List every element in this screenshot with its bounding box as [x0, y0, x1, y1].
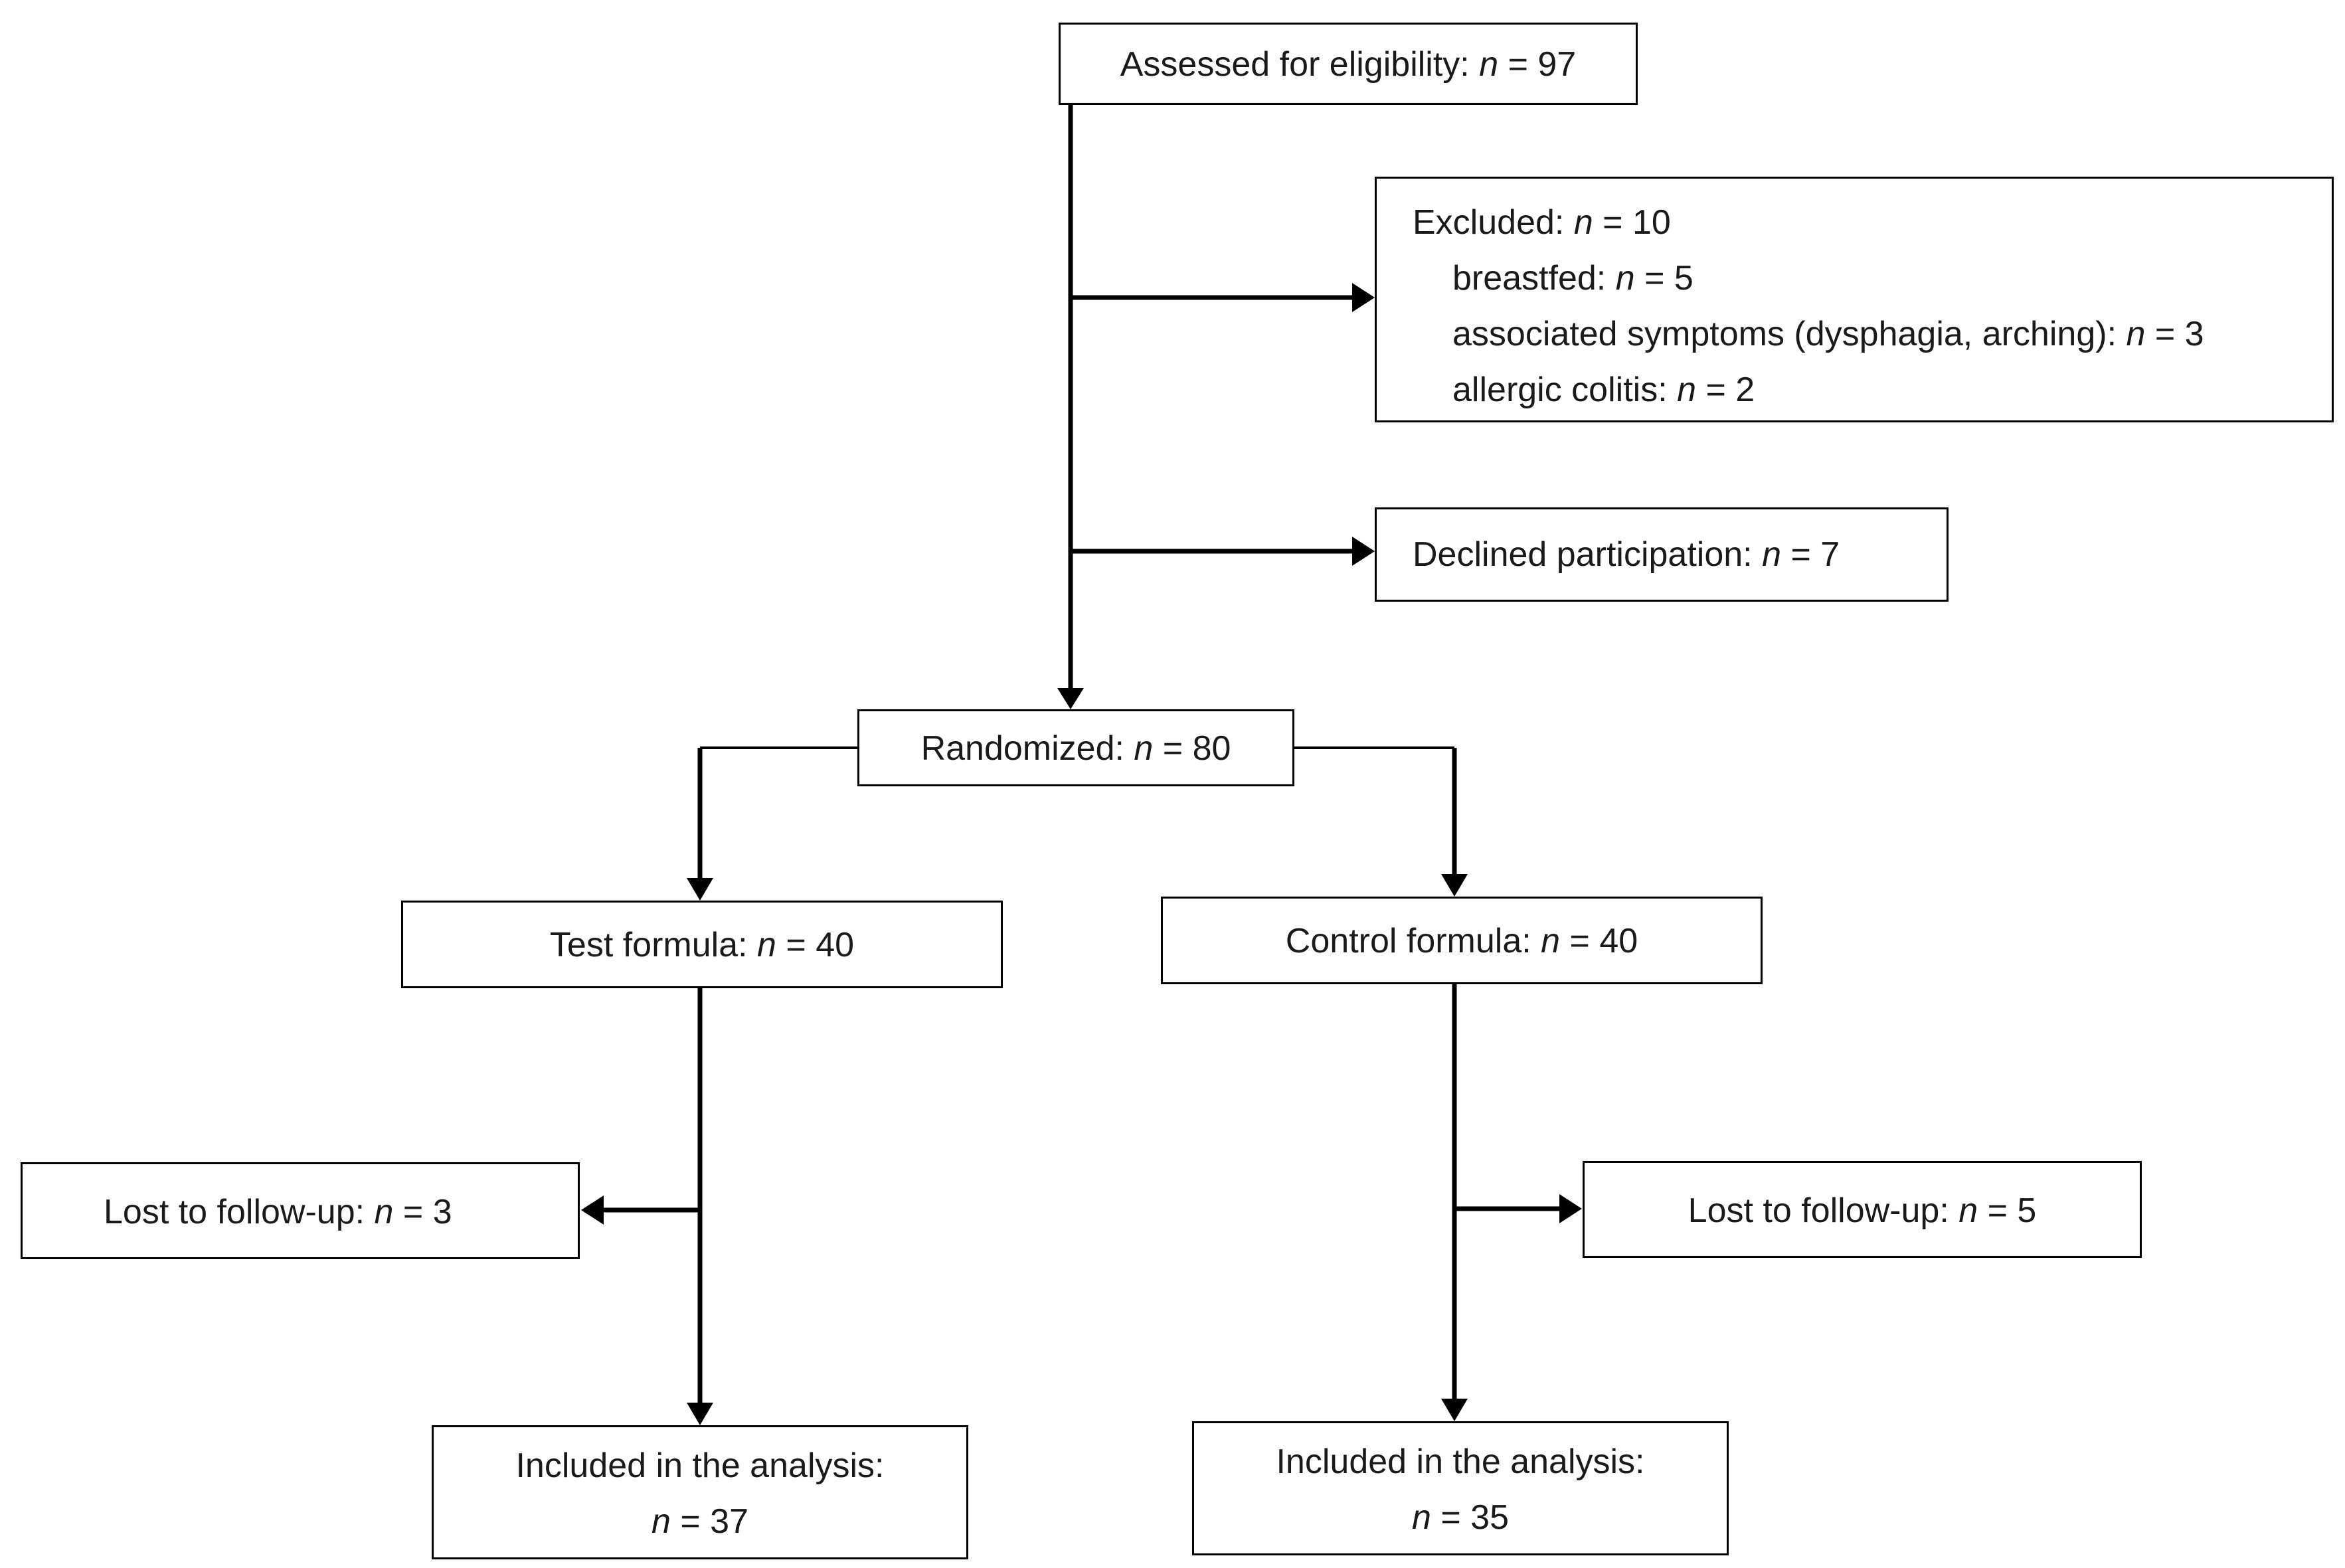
reason-n: n	[1615, 259, 1635, 298]
included-test-n: n	[651, 1502, 671, 1541]
arrowhead-included-test	[687, 1403, 713, 1425]
excluded-label: Excluded:	[1413, 203, 1574, 242]
included-control-n: n	[1411, 1498, 1431, 1537]
lost-control-value: = 5	[1978, 1191, 2037, 1230]
lost-test-value: = 3	[393, 1193, 452, 1231]
reason-label: breastfed:	[1452, 259, 1616, 298]
control-formula-box: Control formula: n = 40	[1161, 897, 1763, 984]
reason-value: = 3	[2145, 315, 2204, 353]
included-control-box: Included in the analysis: n = 35	[1192, 1421, 1729, 1555]
arrowhead-lost-test	[581, 1195, 604, 1225]
lost-test-label: Lost to follow-up:	[104, 1193, 375, 1231]
test-n: n	[757, 926, 776, 964]
excluded-box: Excluded: n = 10 breastfed: n = 5 associ…	[1375, 177, 2334, 422]
lost-followup-test-box: Lost to follow-up: n = 3	[21, 1162, 580, 1259]
assessed-label: Assessed for eligibility:	[1120, 45, 1480, 84]
reason-n: n	[1677, 371, 1697, 409]
included-control-label: Included in the analysis:	[1276, 1442, 1645, 1481]
excluded-reason: allergic colitis: n = 2	[1413, 362, 2332, 418]
excluded-total: Excluded: n = 10	[1413, 195, 2332, 250]
test-formula-box: Test formula: n = 40	[401, 901, 1003, 988]
reason-label: allergic colitis:	[1452, 371, 1678, 409]
included-control-count: n = 35	[1194, 1490, 1727, 1545]
arrowhead-lost-control	[1559, 1194, 1582, 1223]
control-label: Control formula:	[1285, 922, 1541, 960]
included-control-value: = 35	[1431, 1498, 1510, 1537]
included-test-label: Included in the analysis:	[515, 1446, 885, 1485]
arrowhead-declined	[1352, 537, 1375, 566]
control-n: n	[1541, 922, 1561, 960]
reason-value: = 2	[1696, 371, 1755, 409]
excluded-reason: associated symptoms (dysphagia, arching)…	[1413, 306, 2332, 362]
excluded-reason: breastfed: n = 5	[1413, 250, 2332, 306]
lost-control-n: n	[1958, 1191, 1978, 1230]
included-test-box: Included in the analysis: n = 37	[432, 1425, 968, 1559]
test-value: = 40	[776, 926, 855, 964]
randomized-box: Randomized: n = 80	[857, 709, 1294, 786]
declined-box: Declined participation: n = 7	[1375, 507, 1949, 602]
reason-value: = 5	[1634, 259, 1694, 298]
arrowhead-excluded	[1352, 283, 1375, 312]
lost-control-label: Lost to follow-up:	[1688, 1191, 1959, 1230]
reason-n: n	[2126, 315, 2146, 353]
included-test-value: = 37	[670, 1502, 749, 1541]
randomized-n: n	[1134, 729, 1154, 768]
excluded-value: = 10	[1593, 203, 1671, 242]
included-test-count: n = 37	[434, 1494, 966, 1549]
arrowhead-included-control	[1441, 1399, 1468, 1421]
arrowhead-randomized	[1057, 688, 1084, 709]
lost-followup-control-box: Lost to follow-up: n = 5	[1583, 1161, 2142, 1258]
lost-test-n: n	[374, 1193, 394, 1231]
assessed-box: Assessed for eligibility: n = 97	[1059, 23, 1638, 105]
arrowhead-test	[687, 878, 713, 901]
randomized-value: = 80	[1153, 729, 1231, 768]
randomized-label: Randomized:	[920, 729, 1134, 768]
declined-label: Declined participation:	[1413, 535, 1763, 574]
excluded-n: n	[1573, 203, 1593, 242]
declined-n: n	[1762, 535, 1781, 574]
arrowhead-control	[1441, 874, 1468, 897]
reason-label: associated symptoms (dysphagia, arching)…	[1452, 315, 2127, 353]
control-value: = 40	[1560, 922, 1638, 960]
test-label: Test formula:	[549, 926, 758, 964]
assessed-n: n	[1479, 45, 1499, 84]
assessed-value: = 97	[1498, 45, 1577, 84]
declined-value: = 7	[1781, 535, 1840, 574]
